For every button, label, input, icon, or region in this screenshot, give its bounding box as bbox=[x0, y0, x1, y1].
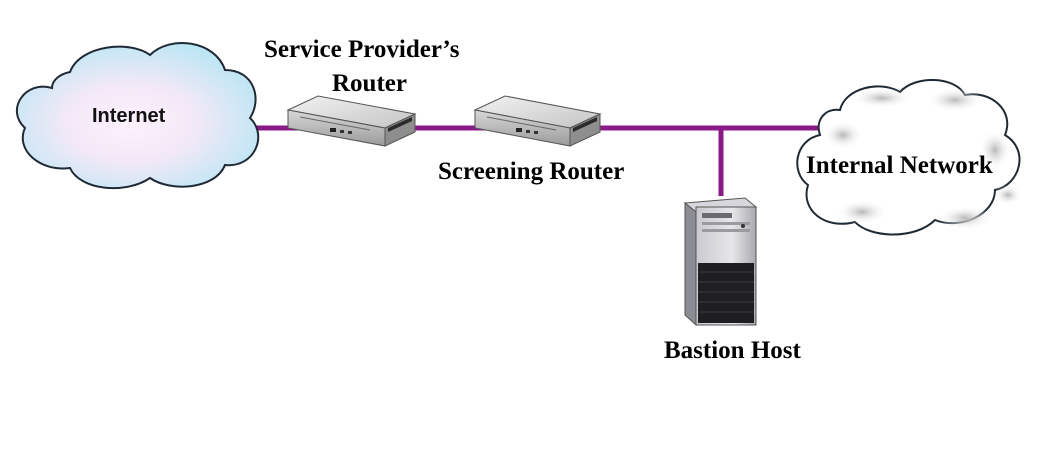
internet-label: Internet bbox=[92, 105, 166, 127]
screening-router-label: Screening Router bbox=[438, 158, 625, 185]
internal-network-cloud bbox=[796, 79, 1022, 236]
provider-router-icon bbox=[286, 95, 417, 147]
internet-cloud bbox=[15, 42, 260, 190]
bastion-host-label: Bastion Host bbox=[664, 337, 801, 364]
provider-router-label-line2: Router bbox=[332, 70, 407, 97]
screening-router-icon bbox=[473, 95, 602, 147]
internal-network-label: Internal Network bbox=[806, 152, 993, 179]
provider-router-label-line1: Service Provider’s bbox=[264, 36, 460, 63]
bastion-host-icon bbox=[683, 197, 758, 327]
